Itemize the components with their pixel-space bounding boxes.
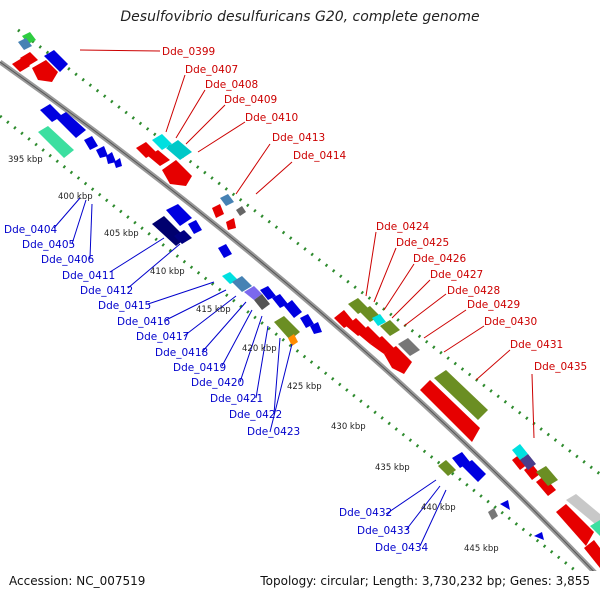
- gene-arrow: [284, 300, 302, 318]
- gene-label-top: Dde_0414: [293, 150, 347, 162]
- gene-arrow: [310, 322, 322, 334]
- gene-arrow: [420, 380, 480, 442]
- gene-label-top: Dde_0435: [534, 361, 587, 373]
- gene-arrow: [218, 244, 232, 258]
- tick-label: 400 kbp: [58, 192, 93, 202]
- gene-label-top: Dde_0424: [376, 221, 430, 233]
- gene-arrow: [260, 286, 276, 300]
- gene-label-top: Dde_0399: [162, 46, 215, 58]
- gene-label-top: Dde_0426: [413, 253, 467, 265]
- tick-label: 430 kbp: [331, 422, 366, 432]
- gene-label-bottom: Dde_0415: [98, 300, 151, 312]
- gene-label-bottom: Dde_0422: [229, 409, 282, 421]
- tick-label: 420 kbp: [242, 344, 277, 354]
- gene-label-bottom: Dde_0419: [173, 362, 226, 374]
- reverse-genes: [40, 50, 544, 540]
- gene-label-bottom: Dde_0423: [247, 426, 300, 438]
- gene-arrow: [20, 52, 38, 66]
- gene-arrow: [212, 204, 224, 218]
- gene-arrow: [512, 454, 528, 470]
- gene-arrow: [188, 220, 202, 234]
- gene-label-bottom: Dde_0416: [117, 316, 171, 328]
- gene-label-bottom: Dde_0412: [80, 285, 133, 297]
- gene-arrow: [358, 326, 380, 344]
- tick-label: 415 kbp: [196, 305, 231, 315]
- gene-arrow: [384, 346, 412, 374]
- gene-label-top: Dde_0428: [447, 285, 500, 297]
- topology-text: Topology: circular; Length: 3,730,232 bp…: [260, 574, 590, 588]
- gene-arrow: [136, 142, 156, 158]
- gene-arrow: [84, 136, 98, 150]
- gene-label-bottom: Dde_0404: [4, 224, 58, 236]
- tick-label: 440 kbp: [421, 503, 456, 513]
- gene-arrow: [534, 532, 544, 540]
- gene-arrow: [536, 476, 556, 496]
- gene-label-top: Dde_0410: [245, 112, 298, 124]
- map-title: Desulfovibrio desulfuricans G20, complet…: [120, 9, 480, 25]
- accession-text: Accession: NC_007519: [9, 574, 146, 588]
- tick-label: 435 kbp: [375, 463, 410, 473]
- gene-labels-top: Dde_0399Dde_0407Dde_0408Dde_0409Dde_0410…: [162, 46, 587, 373]
- gene-label-bottom: Dde_0420: [191, 377, 244, 389]
- leader-lines-bottom: [53, 197, 447, 547]
- tick-label: 445 kbp: [464, 544, 499, 554]
- gene-arrow: [44, 50, 68, 72]
- gene-label-bottom: Dde_0411: [62, 270, 115, 282]
- gene-arrow: [40, 104, 62, 122]
- gene-label-top: Dde_0429: [467, 299, 520, 311]
- tick-label: 410 kbp: [150, 267, 185, 277]
- gene-arrow: [272, 294, 288, 308]
- gene-arrow: [556, 504, 594, 546]
- tick-label: 405 kbp: [104, 229, 139, 239]
- gene-arrow: [334, 310, 354, 328]
- gene-label-bottom: Dde_0418: [155, 347, 208, 359]
- tick-label: 395 kbp: [8, 155, 43, 165]
- gene-arrow: [106, 152, 116, 164]
- gene-arrow: [96, 146, 108, 158]
- gene-label-top: Dde_0407: [185, 64, 238, 76]
- gene-label-bottom: Dde_0421: [210, 393, 263, 405]
- gene-label-top: Dde_0413: [272, 132, 325, 144]
- gene-arrow: [114, 158, 122, 168]
- gene-label-bottom: Dde_0433: [357, 525, 410, 537]
- gene-label-top: Dde_0430: [484, 316, 537, 328]
- gene-label-bottom: Dde_0405: [22, 239, 75, 251]
- gene-arrow: [584, 540, 600, 568]
- gene-label-top: Dde_0425: [396, 237, 449, 249]
- gene-arrow: [370, 336, 394, 354]
- tick-label: 425 kbp: [287, 382, 322, 392]
- gene-label-bottom: Dde_0432: [339, 507, 392, 519]
- forward-genes: [12, 52, 600, 568]
- gene-label-top: Dde_0408: [205, 79, 258, 91]
- gene-label-top: Dde_0409: [224, 94, 277, 106]
- gene-arrow: [226, 218, 236, 230]
- gene-arrow: [500, 500, 510, 510]
- gene-label-bottom: Dde_0406: [41, 254, 95, 266]
- gc-track-upper: [17, 28, 600, 476]
- gene-arrow: [56, 112, 86, 138]
- gene-arrow: [300, 314, 314, 328]
- gene-labels-bottom: Dde_0404Dde_0405Dde_0406Dde_0411Dde_0412…: [4, 224, 429, 554]
- gene-arrow: [32, 60, 58, 82]
- gc-track-lower: [0, 114, 579, 571]
- gene-arrow: [166, 204, 192, 226]
- gene-label-top: Dde_0431: [510, 339, 563, 351]
- gene-arrow: [148, 150, 170, 166]
- gene-arrow: [162, 160, 192, 186]
- leader-lines-top: [79, 49, 535, 439]
- tick-labels: 395 kbp 400 kbp 405 kbp 410 kbp 415 kbp 420 k…: [8, 155, 499, 554]
- gene-label-top: Dde_0427: [430, 269, 483, 281]
- gene-label-bottom: Dde_0417: [136, 331, 189, 343]
- other-features: [18, 32, 600, 536]
- gene-label-bottom: Dde_0434: [375, 542, 429, 554]
- gene-arrow: [462, 460, 486, 482]
